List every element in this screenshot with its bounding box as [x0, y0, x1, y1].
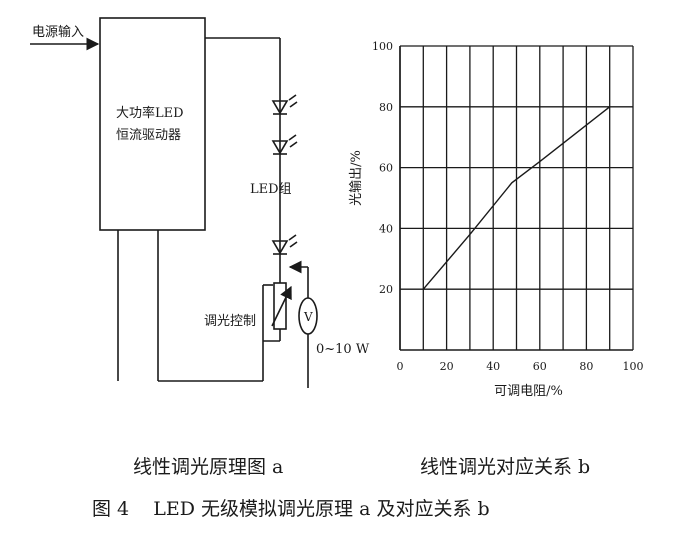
driver-label-line1: 大功率LED	[116, 105, 184, 121]
y-axis-label: 光输出/%	[348, 150, 364, 206]
power-input-label: 电源输入	[32, 24, 84, 40]
x-axis-label: 可调电阻/%	[494, 384, 563, 399]
dimming-chart: 0 20 40 60 80 100 20 40 60 80 100 可调电阻/% 光输出/%	[348, 40, 644, 399]
driver-label-line2: 恒流驱动器	[116, 128, 181, 143]
circuit-schematic	[30, 17, 318, 388]
driver-box	[99, 17, 206, 231]
y-tick-label: 40	[379, 222, 393, 235]
x-tick-label: 40	[486, 360, 500, 373]
x-tick-label: 0	[397, 360, 404, 373]
y-tick-label: 60	[379, 162, 393, 175]
x-tick-label: 80	[579, 360, 593, 373]
led-group-label: LED组	[250, 182, 292, 197]
led-diode-3	[271, 234, 298, 255]
x-tick-label: 60	[533, 360, 547, 373]
potentiometer	[273, 282, 287, 330]
series-line	[422, 106, 611, 290]
dimming-control-label: 调光控制	[204, 314, 256, 329]
subcaption-a: 线性调光原理图 a	[133, 456, 284, 478]
meter-symbol: V	[303, 310, 313, 324]
y-tick-label: 20	[379, 283, 393, 296]
y-tick-label: 80	[379, 101, 393, 114]
voltage-range-label: 0~10 W	[316, 342, 370, 357]
x-tick-label: 20	[440, 360, 454, 373]
voltmeter	[298, 297, 318, 335]
subcaption-b: 线性调光对应关系 b	[420, 456, 591, 478]
x-tick-label: 100	[623, 360, 644, 373]
figure-caption: 图 4 LED 无级模拟调光原理 a 及对应关系 b	[92, 498, 490, 520]
led-diode-1	[271, 94, 298, 115]
led-diode-2	[271, 134, 298, 155]
potentiometer-wiper	[271, 285, 292, 327]
y-tick-label: 100	[372, 40, 393, 53]
